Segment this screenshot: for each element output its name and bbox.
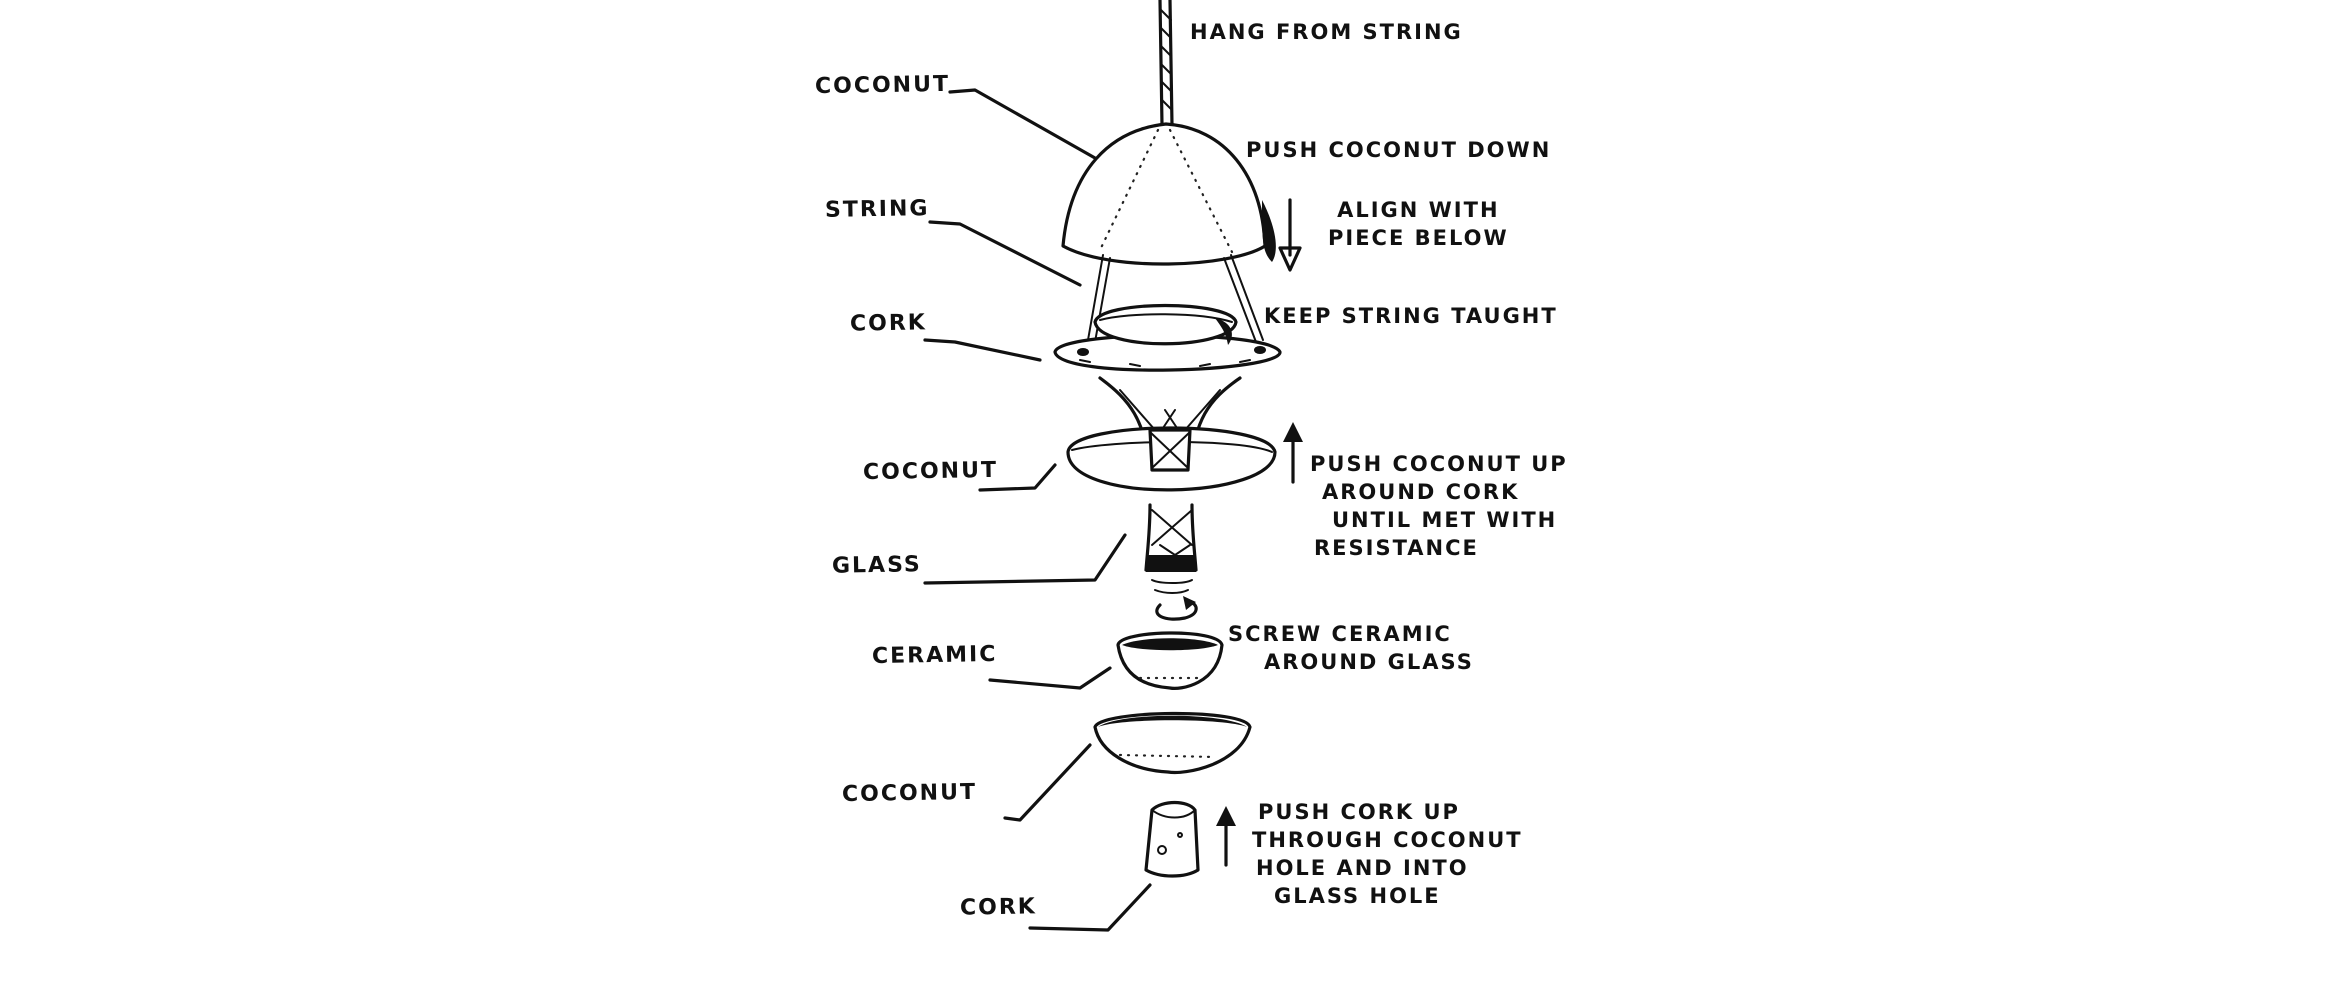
- note-push-coconut-up: PUSH COCONUT UP AROUND CORK UNTIL MET WI…: [1310, 452, 1568, 560]
- screw-rotation-arrow: [1155, 596, 1198, 621]
- hanging-string: [1158, 0, 1174, 127]
- label-glass: GLASS: [831, 552, 923, 579]
- coconut-bowl-bottom: [1093, 711, 1252, 775]
- label-string: STRING: [824, 196, 930, 223]
- label-coconut-bottom: COCONUT: [841, 779, 978, 808]
- cork-disc: [1053, 303, 1282, 372]
- coconut-dome-top: [1061, 122, 1276, 266]
- note-align-with-piece-below: ALIGN WITH PIECE BELOW: [1328, 198, 1509, 250]
- up-arrow-bottom: [1216, 806, 1236, 867]
- up-arrow-middle: [1283, 422, 1303, 484]
- coconut-ring-middle: [1066, 426, 1277, 492]
- note-screw-ceramic: SCREW CERAMIC AROUND GLASS: [1228, 622, 1474, 674]
- ceramic-cup: [1116, 631, 1224, 690]
- leader-lines: [923, 88, 1152, 932]
- note-hang-from-string: HANG FROM STRING: [1190, 20, 1463, 44]
- label-cork-bottom: CORK: [959, 894, 1038, 921]
- label-coconut-middle: COCONUT: [862, 457, 999, 486]
- cork-plug-bottom: [1144, 800, 1200, 878]
- label-cork-top: CORK: [849, 310, 928, 337]
- note-keep-string-taught: KEEP STRING TAUGHT: [1264, 304, 1558, 328]
- note-push-coconut-down: PUSH COCONUT DOWN: [1246, 138, 1552, 162]
- label-ceramic: CERAMIC: [871, 641, 998, 670]
- down-arrow: [1278, 198, 1302, 272]
- note-push-cork-up: PUSH CORK UP THROUGH COCONUT HOLE AND IN…: [1252, 800, 1523, 908]
- label-coconut-top: COCONUT: [814, 71, 951, 100]
- glass-bottle-neck: [1144, 503, 1198, 594]
